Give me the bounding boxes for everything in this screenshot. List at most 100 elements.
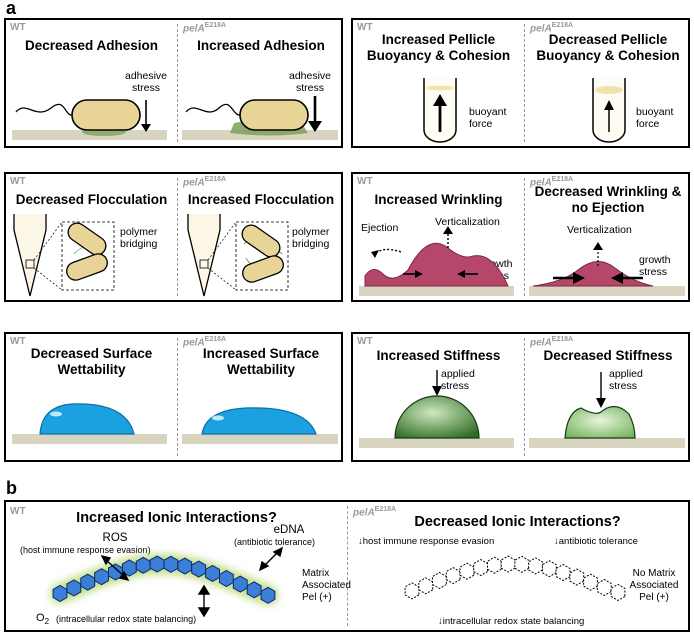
redox-decrease: ↓intracellular redox state balancing [438,616,585,627]
genotype-divider [177,178,178,296]
wrinkling-wt-title: Increased Wrinkling [374,192,503,207]
pel-hexagon-subunit [94,568,109,586]
empty-hexagon-subunit [418,577,434,595]
empty-hexagon-subunit [610,583,626,601]
pel-hexagon-subunit [135,556,151,574]
stiffness-panel: WT pelAE218A Increased Stiffness Decreas… [351,332,690,462]
pel-hexagon-subunit [219,569,234,588]
genotype-divider [347,506,348,626]
wrinkling-mut-title: Decreased Wrinkling & no Ejection [534,184,682,215]
polymer-bridging-label-wt: polymer bridging [120,226,158,250]
empty-hexagon-subunit [541,560,557,578]
ros-label: ROS [102,532,128,544]
adhesion-mut-title: Increased Adhesion [197,38,325,53]
pel-hexagon-subunit [246,581,262,599]
pel-hexagon-subunit [205,564,220,582]
empty-hexagon-subunit [514,555,530,573]
pel-hexagon-subunit [191,560,207,578]
stiffness-illustration [394,370,636,439]
wt-tag: WT [357,22,373,33]
wettability-panel: WT pelAE218A Decreased Surface Wettabili… [4,332,343,462]
ionic-illustration [50,546,626,618]
genotype-divider [524,24,525,142]
applied-stress-label-wt: applied stress [441,368,475,392]
buoyant-force-label-mut: buoyant force [636,106,674,130]
genotype-divider [524,178,525,296]
mutant-tag: pelAE218A [183,22,227,35]
genotype-divider [177,338,178,456]
flocculation-illustration [13,214,289,297]
flocculation-mut-title: Increased Flocculation [187,192,335,207]
pel-hexagon-subunit [149,555,165,573]
pel-hexagon-subunit [52,584,68,603]
mutant-tag: pelAE218A [183,176,227,189]
o2-subtitle: (intracellular redox state balancing) [56,614,197,624]
empty-hexagon-subunit [473,559,489,577]
stiffness-mut-title: Decreased Stiffness [543,348,673,363]
genotype-divider [524,338,525,456]
wt-tag: WT [357,176,373,187]
growth-stress-label-mut: growth stress [639,254,671,278]
surface-ground [12,434,167,444]
wt-tag: WT [10,176,26,187]
wrinkling-panel: WT pelAE218A Increased Wrinkling Decreas… [351,172,690,302]
antibiotic-decrease: ↓antibiotic tolerance [554,536,638,547]
ros-subtitle: (host immune response evasion) [20,545,151,555]
empty-hexagon-subunit [432,571,447,590]
empty-hexagon-subunit [487,556,502,574]
wettability-illustration [39,403,317,435]
wt-tag: WT [10,22,26,33]
surface-ground [359,438,514,448]
empty-hexagon-subunit [459,562,475,580]
mutant-tag: pelAE218A [530,176,574,189]
mutant-tag: pelAE218A [353,506,397,519]
genotype-divider [177,24,178,142]
ionic-wt-title: Increased Ionic Interactions? [76,510,277,526]
surface-ground [182,434,338,444]
surface-ground [359,286,514,296]
ejection-label: Ejection [361,222,399,234]
no-matrix-pel-label: No Matrix Associated Pel (+) [629,568,679,603]
pellicle-illustration [423,78,626,143]
pel-hexagon-subunit [80,573,96,591]
ionic-panel: WT pelAE218A Increased Ionic Interaction… [4,500,690,632]
pellicle-wt-title: Increased Pellicle Buoyancy & Cohesion [366,32,511,63]
matrix-pel-label-wt: Matrix Associated Pel (+) [302,568,351,603]
panel-label-b: b [6,478,17,498]
edna-label: eDNA [273,524,305,536]
adhesive-stress-label-wt: adhesive stress [124,70,168,94]
verticalization-label-wt: Verticalization [435,216,500,228]
wettability-wt-title: Decreased Surface Wettability [30,346,153,377]
mutant-tag: pelAE218A [530,22,574,35]
surface-ground [529,286,685,296]
pellicle-mut-title: Decreased Pellicle Buoyancy & Cohesion [536,32,680,63]
applied-stress-label-mut: applied stress [609,368,643,392]
empty-hexagon-subunit [583,573,598,591]
o2-label: O2 [36,612,50,627]
edna-subtitle: (antibiotic tolerance) [234,537,316,547]
pellicle-panel: WT pelAE218A Increased Pellicle Buoyancy… [351,18,690,148]
flocculation-panel: WT pelAE218A Decreased Flocculation Incr… [4,172,343,302]
pel-hexagon-subunit [260,586,276,604]
mutant-tag: pelAE218A [183,336,227,349]
empty-hexagon-subunit [445,567,461,585]
ionic-mut-title: Decreased Ionic Interactions? [414,514,621,530]
wt-tag: WT [357,336,373,347]
wt-tag: WT [10,336,26,347]
empty-hexagon-subunit [500,555,516,573]
pel-hexagon-subunit [163,555,179,573]
wrinkling-illustration [364,226,654,287]
pel-hexagon-subunit [177,557,193,575]
pel-hexagon-subunit [232,575,248,593]
empty-hexagon-subunit [404,582,420,600]
adhesion-wt-title: Decreased Adhesion [24,38,159,53]
polymer-bridging-label-mut: polymer bridging [292,226,330,250]
empty-hexagon-subunit [555,563,571,582]
wettability-mut-title: Increased Surface Wettability [202,346,320,377]
panel-label-a: a [6,0,17,18]
verticalization-label-mut: Verticalization [567,224,632,236]
buoyant-force-label-wt: buoyant force [469,106,507,130]
stiffness-wt-title: Increased Stiffness [376,348,501,363]
pel-hexagon-subunit [66,579,82,597]
mutant-tag: pelAE218A [530,336,574,349]
